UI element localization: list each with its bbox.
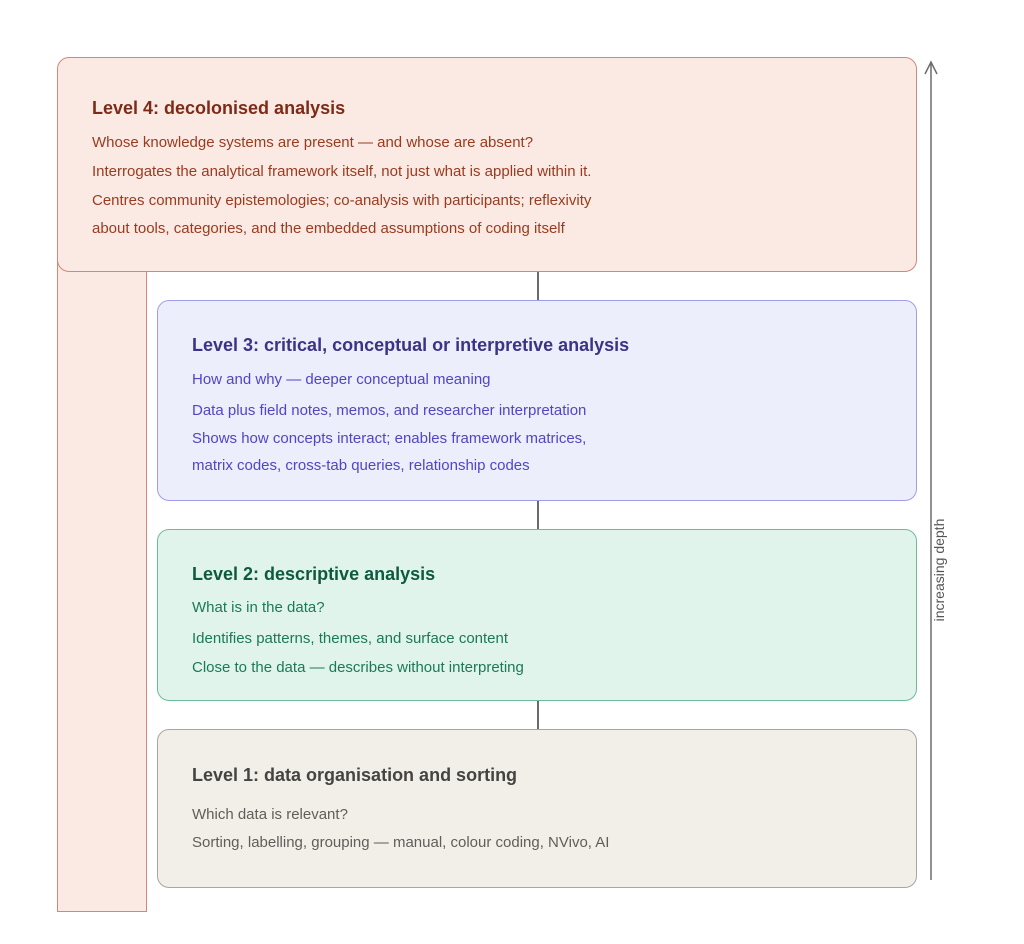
level1-line-2: Sorting, labelling, grouping — manual, c… — [192, 834, 610, 851]
level4-line-1: Whose knowledge systems are present — an… — [92, 134, 534, 151]
level4-line-2: Interrogates the analytical framework it… — [92, 163, 592, 180]
level1-line-1: Which data is relevant? — [192, 806, 348, 823]
level4-box: Level 4: decolonised analysis Whose know… — [57, 57, 917, 272]
depth-axis — [924, 60, 938, 880]
connector-level3-level2 — [537, 501, 539, 529]
level2-box: Level 2: descriptive analysis What is in… — [157, 529, 917, 701]
level3-line-3: Shows how concepts interact; enables fra… — [192, 430, 587, 447]
level1-box: Level 1: data organisation and sorting W… — [157, 729, 917, 888]
level2-line-1: What is in the data? — [192, 599, 325, 616]
level3-line-2: Data plus field notes, memos, and resear… — [192, 402, 587, 419]
level3-line-1: How and why — deeper conceptual meaning — [192, 371, 491, 388]
depth-axis-label: increasing depth — [931, 518, 947, 622]
level2-line-3: Close to the data — describes without in… — [192, 659, 524, 676]
connector-level4-level3 — [537, 272, 539, 300]
level3-line-4: matrix codes, cross-tab queries, relatio… — [192, 457, 530, 474]
level3-box: Level 3: critical, conceptual or interpr… — [157, 300, 917, 501]
level4-side-band — [57, 250, 147, 912]
level3-title: Level 3: critical, conceptual or interpr… — [192, 335, 630, 355]
level1-title: Level 1: data organisation and sorting — [192, 765, 518, 785]
level4-line-3: Centres community epistemologies; co-ana… — [92, 192, 592, 209]
level4-line-4: about tools, categories, and the embedde… — [92, 220, 565, 237]
level4-title: Level 4: decolonised analysis — [92, 98, 346, 118]
level2-line-2: Identifies patterns, themes, and surface… — [192, 630, 509, 647]
arrow-up-icon — [924, 60, 938, 75]
connector-level2-level1 — [537, 701, 539, 729]
level2-title: Level 2: descriptive analysis — [192, 564, 436, 584]
